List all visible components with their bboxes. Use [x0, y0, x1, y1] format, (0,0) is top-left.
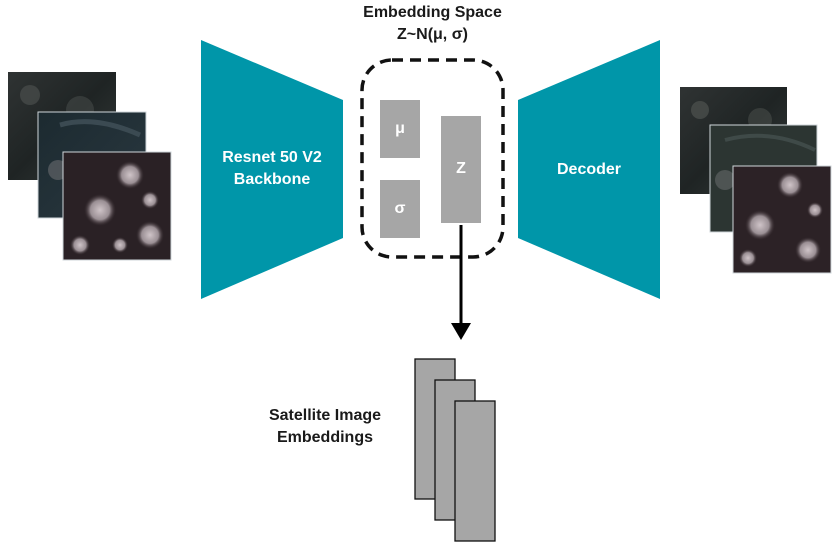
embedding-space-border	[360, 58, 505, 259]
decoder-trapezoid	[518, 40, 660, 299]
output-images	[680, 87, 832, 274]
output-image-3	[732, 165, 832, 274]
input-image-3	[62, 151, 172, 261]
output-label: Satellite Image Embeddings	[240, 405, 410, 449]
embedding-space-title-text: Embedding Space	[363, 4, 502, 21]
down-arrow-icon	[451, 225, 471, 340]
embedding-stack	[414, 358, 496, 542]
sigma-label: σ	[394, 200, 406, 217]
encoder-label-line1: Resnet 50 V2	[222, 149, 322, 166]
decoder-label: Decoder	[556, 161, 622, 178]
mu-label: μ	[395, 120, 405, 137]
output-label-line1: Satellite Image	[268, 407, 382, 424]
input-images	[8, 72, 172, 261]
z-box	[441, 116, 481, 223]
embedding-space-title: Embedding Space Z~N(μ, σ)	[330, 2, 535, 46]
embedding-sheet-3	[454, 400, 496, 542]
encoder-trapezoid	[201, 40, 343, 299]
encoder-label: Resnet 50 V2 Backbone	[201, 147, 343, 191]
embedding-space-formula: Z~N(μ, σ)	[397, 26, 468, 43]
z-label: Z	[456, 160, 466, 177]
mu-box	[380, 100, 420, 158]
output-label-line2: Embeddings	[276, 429, 373, 446]
encoder-label-line2: Backbone	[233, 171, 311, 188]
sigma-box	[380, 180, 420, 238]
